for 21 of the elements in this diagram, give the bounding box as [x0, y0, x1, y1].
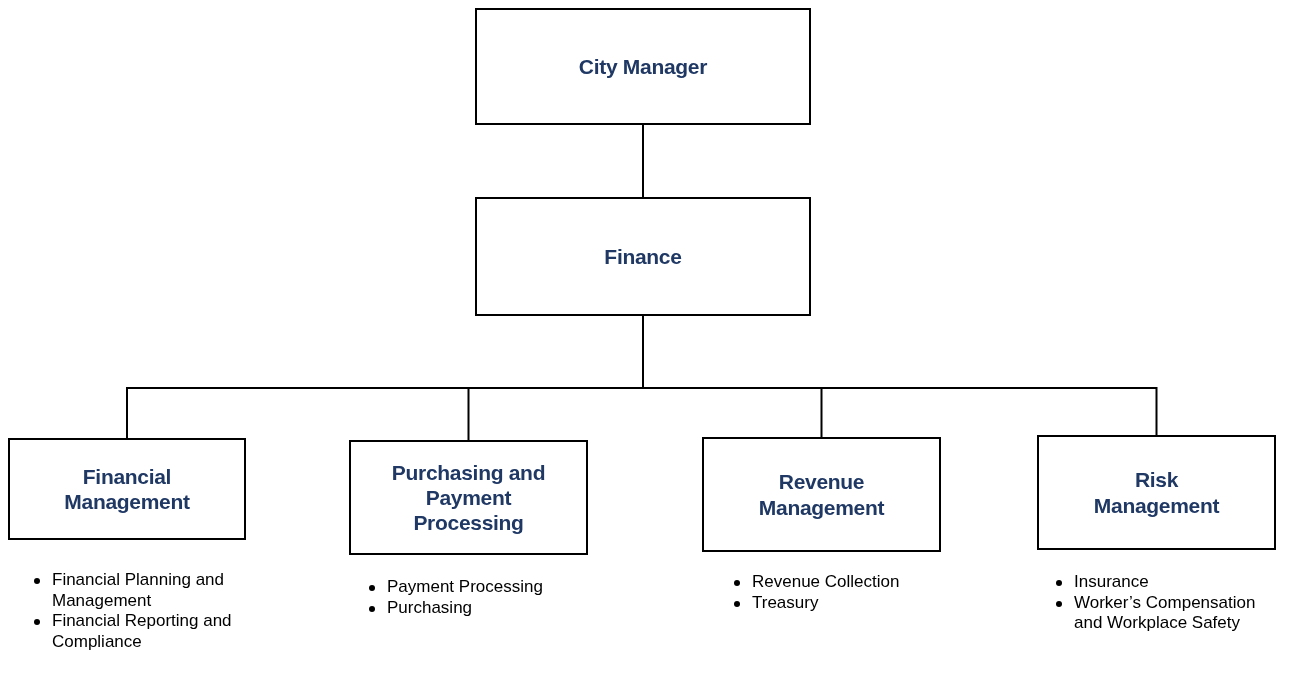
connector-line — [642, 124, 644, 198]
list-item-text: Insurance — [1074, 572, 1149, 591]
list-item-text: Payment Processing — [387, 577, 543, 596]
list-item-text: Financial Reporting and Compliance — [52, 611, 232, 652]
list-item-text: Worker’s Compensation and Workplace Safety — [1074, 592, 1256, 633]
box-title: Risk Management — [1092, 467, 1221, 518]
org-box — [349, 440, 588, 555]
box-title: Revenue Management — [757, 469, 886, 520]
list-item-text: Purchasing — [387, 597, 473, 617]
org-box — [8, 438, 246, 540]
list-item-text: Revenue Collection — [752, 572, 900, 591]
list-item-text: Treasury — [752, 592, 819, 612]
box-title: City Manager — [578, 53, 708, 80]
org-box — [1037, 435, 1276, 550]
box-title: Purchasing and Payment Processing — [390, 459, 547, 536]
box-title: Financial Management — [63, 463, 191, 515]
box-title: Finance — [604, 243, 682, 270]
list-item-text: Financial Planning and Management — [52, 570, 224, 610]
org-box — [475, 197, 811, 316]
org-box — [702, 437, 941, 552]
org-box — [475, 8, 811, 125]
